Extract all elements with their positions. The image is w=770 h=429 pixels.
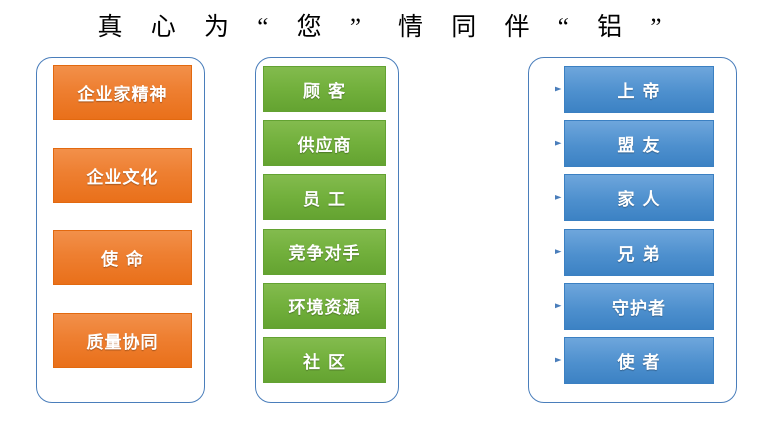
page-title-right: 情 同 伴 “ 铝 ” — [398, 14, 673, 41]
left-box-3[interactable]: 使 命 — [53, 230, 192, 285]
right-box-label: 盟 友 — [617, 136, 661, 157]
left-box-4[interactable]: 质量协同 — [53, 312, 192, 368]
middle-box-4[interactable]: 竞争对手 — [263, 228, 386, 275]
middle-box-2[interactable]: 供应商 — [263, 120, 386, 167]
right-box-1[interactable]: 上 帝 — [564, 66, 714, 113]
middle-box-6[interactable]: 社 区 — [263, 337, 386, 383]
left-box-label: 企业家精神 — [77, 85, 168, 105]
left-box-label: 使 命 — [101, 250, 144, 270]
left-box-1[interactable]: 企业家精神 — [53, 65, 192, 120]
middle-box-label: 环境资源 — [288, 298, 361, 319]
middle-box-label: 顾 客 — [303, 81, 346, 102]
right-box-6[interactable]: 使 者 — [564, 337, 714, 384]
right-box-label: 兄 弟 — [617, 244, 661, 265]
left-box-2[interactable]: 企业文化 — [53, 147, 192, 203]
right-box-label: 上 帝 — [617, 82, 661, 102]
right-box-label: 守护者 — [612, 298, 666, 319]
middle-box-3[interactable]: 员 工 — [263, 174, 386, 221]
middle-box-1[interactable]: 顾 客 — [263, 66, 386, 112]
middle-box-label: 员 工 — [303, 189, 346, 210]
middle-box-label: 竞争对手 — [288, 244, 361, 265]
right-box-5[interactable]: 守护者 — [564, 282, 714, 330]
right-box-label: 使 者 — [617, 353, 661, 373]
right-box-4[interactable]: 兄 弟 — [564, 228, 714, 276]
right-box-3[interactable]: 家 人 — [564, 174, 714, 222]
middle-box-5[interactable]: 环境资源 — [263, 282, 386, 329]
left-box-label: 质量协同 — [86, 332, 159, 353]
middle-box-label: 供应商 — [297, 135, 352, 156]
left-box-label: 企业文化 — [86, 167, 159, 188]
middle-box-label: 社 区 — [303, 352, 346, 373]
right-box-label: 家 人 — [617, 190, 661, 211]
right-box-2[interactable]: 盟 友 — [564, 120, 714, 168]
page-title: 真 心 为 “ 您 ” 情 同 伴 “ 铝 ” — [0, 2, 770, 48]
page-title-left: 真 心 为 “ 您 ” — [97, 14, 372, 41]
